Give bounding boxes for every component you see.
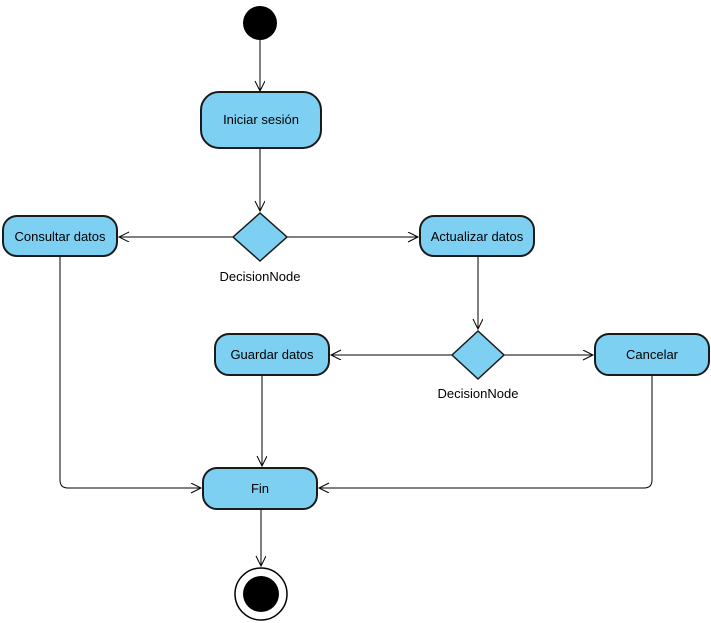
edge-cancelar-to-fin	[319, 375, 653, 488]
decision-node-1[interactable]: DecisionNode	[220, 211, 301, 284]
action-node-consultar-datos[interactable]: Consultar datos	[2, 215, 118, 257]
activity-final-inner-dot	[243, 576, 279, 612]
edge-consultar-datos-to-fin	[59, 256, 201, 488]
decision-shape-1[interactable]	[231, 211, 289, 263]
decision-shape-2[interactable]	[450, 329, 506, 381]
action-node-cancelar[interactable]: Cancelar	[594, 333, 710, 376]
initial-node[interactable]	[243, 6, 277, 40]
action-label-guardar-datos: Guardar datos	[230, 347, 314, 362]
action-shape-guardar-datos[interactable]	[214, 333, 330, 376]
action-node-actualizar-datos[interactable]: Actualizar datos	[419, 215, 535, 257]
action-shape-fin[interactable]	[202, 467, 318, 510]
action-shape-iniciar-sesion[interactable]	[200, 91, 322, 149]
action-node-fin[interactable]: Fin	[202, 467, 318, 510]
activity-final-node[interactable]	[234, 567, 288, 621]
edge-group	[59, 40, 653, 566]
decision-label-1: DecisionNode	[220, 269, 301, 284]
decision-label-2: DecisionNode	[438, 386, 519, 401]
action-node-iniciar-sesion[interactable]: Iniciar sesión	[200, 91, 322, 149]
action-label-fin: Fin	[251, 481, 269, 496]
action-label-iniciar-sesion: Iniciar sesión	[223, 112, 299, 127]
action-label-cancelar: Cancelar	[626, 347, 679, 362]
action-shape-consultar-datos[interactable]	[2, 215, 118, 257]
action-label-consultar-datos: Consultar datos	[14, 229, 106, 244]
decision-node-2[interactable]: DecisionNode	[438, 329, 519, 401]
action-node-guardar-datos[interactable]: Guardar datos	[214, 333, 330, 376]
action-shape-actualizar-datos[interactable]	[419, 215, 535, 257]
action-label-actualizar-datos: Actualizar datos	[431, 229, 524, 244]
action-shape-cancelar[interactable]	[594, 333, 710, 376]
